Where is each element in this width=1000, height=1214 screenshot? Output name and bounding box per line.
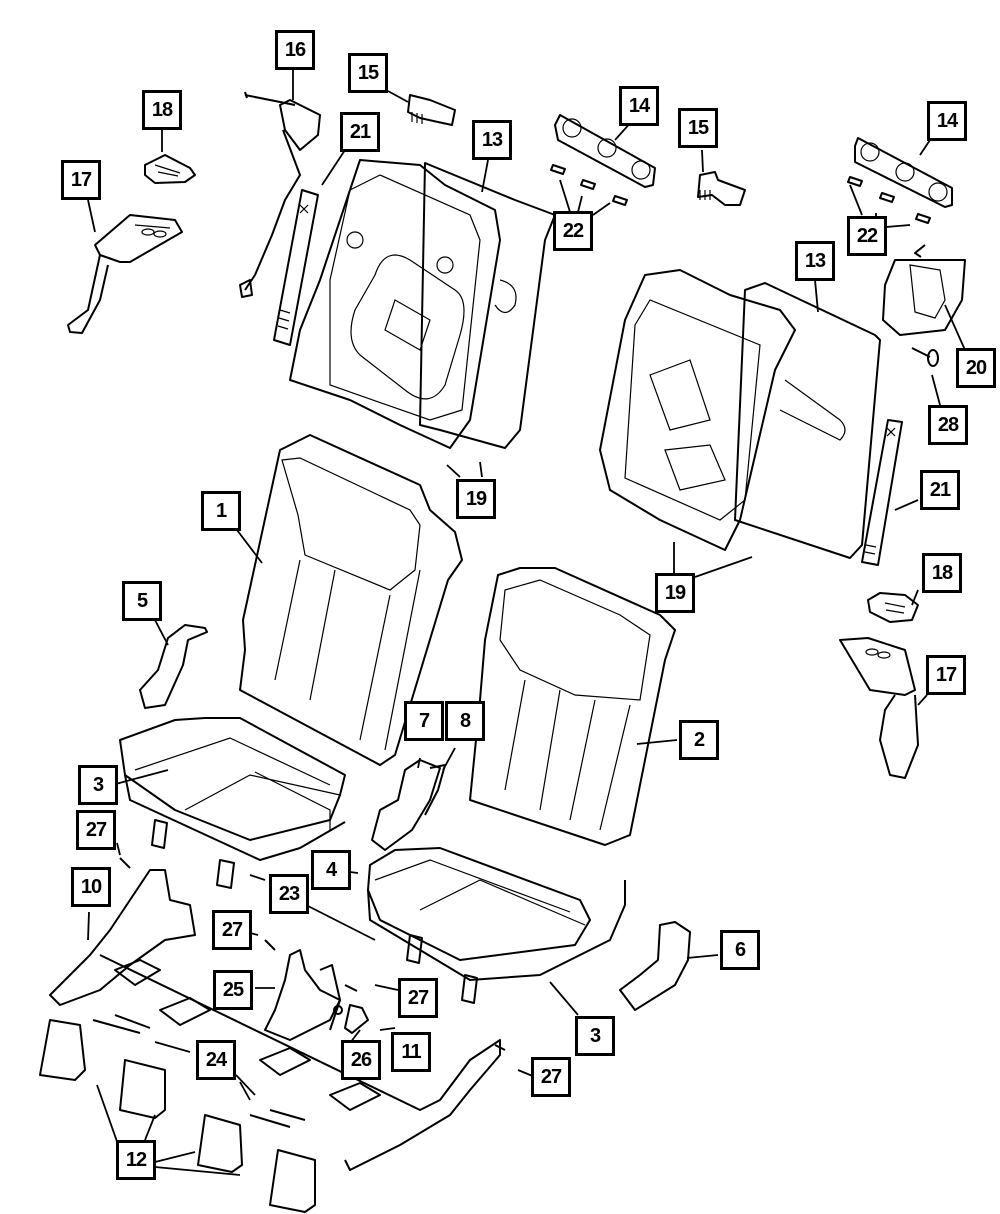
part-20-latch [882,244,966,336]
part-14-headrest-guide-right [854,137,953,208]
callout-17[interactable]: 17 [61,160,101,200]
part-3-seat-cushion-left [119,717,346,861]
part-22-clips-left [550,164,628,206]
callout-17[interactable]: 17 [926,655,966,695]
part-2-seat-back-right [469,567,676,846]
callout-19[interactable]: 19 [456,479,496,519]
callout-15[interactable]: 15 [348,53,388,93]
part-7-8-inner-shields [371,759,446,851]
part-21-strap-right [861,419,903,566]
part-18-release-handle-left [144,154,196,184]
callout-23[interactable]: 23 [269,874,309,914]
callout-2[interactable]: 2 [679,720,719,760]
callout-4[interactable]: 4 [311,850,351,890]
callout-18[interactable]: 18 [922,553,962,593]
callout-20[interactable]: 20 [956,348,996,388]
callout-27[interactable]: 27 [531,1057,571,1097]
part-15-bracket-right [697,171,746,206]
callout-28[interactable]: 28 [928,405,968,445]
part-28-push-pin [911,347,939,367]
callout-3[interactable]: 3 [575,1016,615,1056]
callout-27[interactable]: 27 [398,978,438,1018]
callout-24[interactable]: 24 [196,1040,236,1080]
part-21-strap-left [273,189,319,346]
callout-21[interactable]: 21 [920,470,960,510]
callout-8[interactable]: 8 [445,701,485,741]
part-17-handle-bezel-right [839,637,919,779]
callout-12[interactable]: 12 [116,1140,156,1180]
callout-1[interactable]: 1 [201,491,241,531]
callout-6[interactable]: 6 [720,930,760,970]
callout-14[interactable]: 14 [927,101,967,141]
part-27-bolts [119,857,506,1051]
part-16-release-cable [239,91,321,298]
callout-5[interactable]: 5 [122,581,162,621]
callout-10[interactable]: 10 [71,867,111,907]
callout-13[interactable]: 13 [795,241,835,281]
callout-15[interactable]: 15 [678,108,718,148]
part-18-release-handle-right [867,592,919,623]
callout-27[interactable]: 27 [76,810,116,850]
part-5-shield-left [139,624,208,709]
callout-11[interactable]: 11 [391,1032,431,1072]
part-6-shield-right [619,921,691,1011]
callout-25[interactable]: 25 [213,970,253,1010]
callout-22[interactable]: 22 [847,216,887,256]
callout-16[interactable]: 16 [275,30,315,70]
callout-3[interactable]: 3 [78,765,118,805]
part-1-seat-back-left [239,434,463,766]
part-14-headrest-guide-left [554,114,656,188]
callout-14[interactable]: 14 [619,86,659,126]
part-24-pins [92,1014,306,1128]
part-13-19-seat-back-frame-right [599,269,881,559]
callout-13[interactable]: 13 [472,120,512,160]
part-25-recliner [264,949,369,1041]
part-17-handle-bezel-left [67,214,183,334]
part-22-clips-right [847,176,931,224]
callout-27[interactable]: 27 [212,910,252,950]
part-13-19-seat-back-frame-left [289,159,556,449]
part-3-seat-cushion-right [367,847,626,981]
callout-19[interactable]: 19 [655,573,695,613]
callout-7[interactable]: 7 [404,701,444,741]
callout-26[interactable]: 26 [341,1040,381,1080]
leader-lines [87,70,966,1176]
part-10-seat-riser-frame [49,869,501,1171]
part-23-brackets [151,819,478,1004]
callout-18[interactable]: 18 [142,90,182,130]
part-15-bracket-left [407,94,456,126]
callout-21[interactable]: 21 [340,112,380,152]
callout-22[interactable]: 22 [553,211,593,251]
part-12-track-covers [39,1019,316,1213]
